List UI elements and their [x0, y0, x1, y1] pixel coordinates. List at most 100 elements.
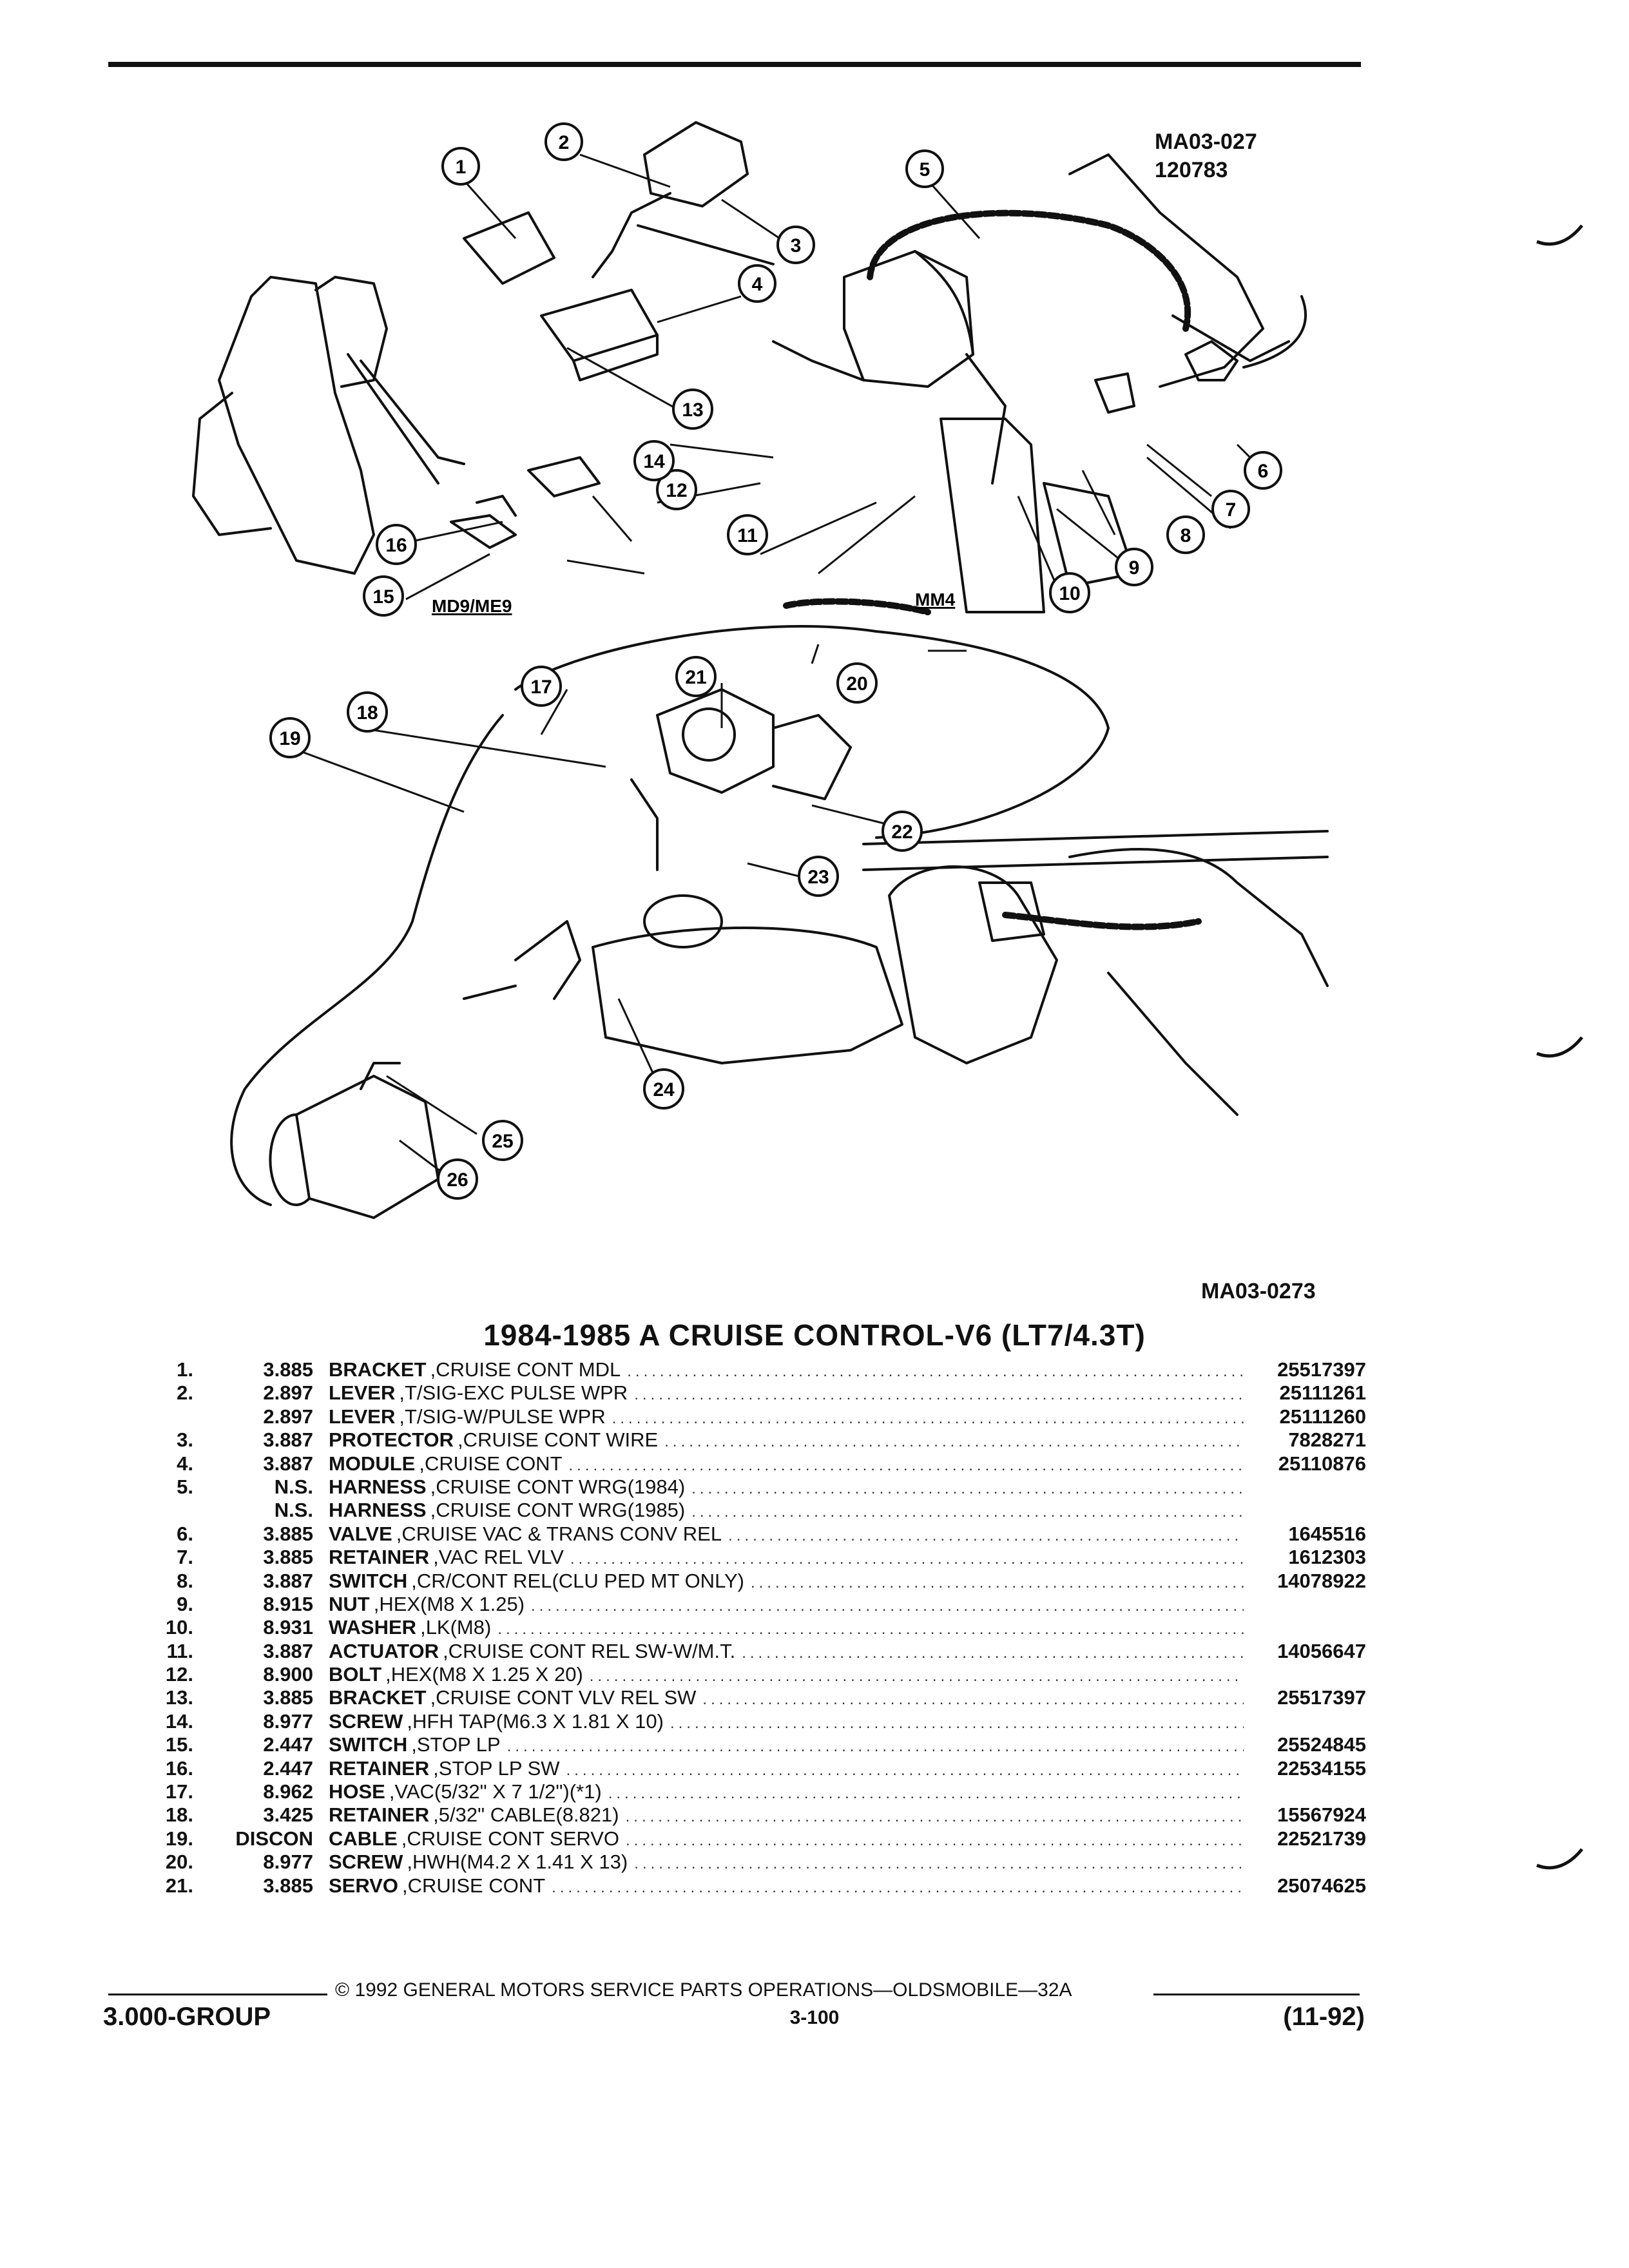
part-description: LEVER,T/SIG-W/PULSE WPR — [313, 1405, 1244, 1428]
svg-text:6: 6 — [1258, 461, 1269, 482]
svg-text:15: 15 — [372, 586, 394, 608]
part-description: SCREW,HWH(M4.2 X 1.41 X 13) — [313, 1850, 1244, 1874]
part-number: 17. — [165, 1780, 193, 1803]
part-description: RETAINER,STOP LP SW — [313, 1757, 1244, 1780]
callout-2: 2 — [545, 122, 583, 161]
part-pn: 22534155 — [1277, 1756, 1366, 1780]
callout-26: 26 — [437, 1158, 478, 1200]
part-description: HOSE,VAC(5/32" X 7 1/2")(*1) — [313, 1780, 1244, 1803]
part-desc: ,5/32" CABLE(8.821) — [433, 1803, 619, 1827]
part-description: BRACKET,CRUISE CONT VLV REL SW — [313, 1686, 1244, 1709]
svg-text:13: 13 — [682, 399, 703, 421]
part-desc: ,STOP LP SW — [433, 1756, 560, 1780]
callout-8: 8 — [1166, 515, 1205, 554]
part-name: ACTUATOR — [329, 1639, 439, 1662]
leader-dots — [552, 1879, 1244, 1897]
part-group: 2.897 — [263, 1405, 313, 1428]
exploded-parts-diagram: MD9/ME9 MM4 1 2 3 4 5 6 7 8 9 10 11 12 1… — [103, 84, 1392, 1282]
part-number: 5. — [177, 1475, 193, 1498]
callout-25: 25 — [482, 1120, 523, 1161]
part-group: 8.977 — [263, 1709, 313, 1733]
part-group: 8.962 — [263, 1780, 313, 1803]
part-desc: ,VAC(5/32" X 7 1/2")(*1) — [389, 1780, 602, 1803]
part-description: RETAINER,VAC REL VLV — [313, 1546, 1244, 1569]
part-description: HARNESS,CRUISE CONT WRG(1985) — [313, 1499, 1244, 1522]
svg-text:12: 12 — [666, 480, 687, 501]
part-desc: ,T/SIG-EXC PULSE WPR — [399, 1381, 628, 1405]
svg-text:14: 14 — [643, 451, 665, 472]
part-group: 2.897 — [263, 1381, 313, 1405]
copyright-text: © 1992 GENERAL MOTORS SERVICE PARTS OPER… — [335, 1979, 1072, 2001]
part-description: LEVER,T/SIG-EXC PULSE WPR — [313, 1381, 1244, 1405]
part-number: 14. — [165, 1709, 193, 1733]
part-name: BRACKET — [329, 1358, 427, 1381]
leader-dots — [507, 1738, 1244, 1756]
part-number: 16. — [165, 1756, 193, 1780]
part-number: 18. — [165, 1803, 193, 1827]
svg-text:16: 16 — [385, 535, 407, 556]
part-group: 8.931 — [263, 1616, 313, 1639]
svg-text:19: 19 — [279, 728, 300, 749]
callout-12: 12 — [656, 469, 697, 510]
part-desc: ,HWH(M4.2 X 1.41 X 13) — [407, 1850, 628, 1874]
part-desc: ,HEX(M8 X 1.25) — [373, 1592, 525, 1615]
part-name: SWITCH — [329, 1733, 408, 1756]
callout-3: 3 — [776, 226, 815, 264]
leader-dots — [626, 1808, 1244, 1826]
part-name: RETAINER — [329, 1546, 430, 1569]
part-pn: 1612303 — [1288, 1546, 1366, 1569]
leader-dots — [627, 1363, 1244, 1381]
figure-code-bottom: MA03-0273 — [1201, 1279, 1316, 1303]
part-description: HARNESS,CRUISE CONT WRG(1984) — [313, 1475, 1244, 1499]
part-name: BOLT — [329, 1663, 382, 1686]
part-name: LEVER — [329, 1405, 396, 1428]
diagram-label-right: MM4 — [915, 590, 956, 610]
figure-code-top: MA03-027 120783 — [1155, 128, 1257, 184]
leader-dots — [670, 1715, 1244, 1733]
part-group: 3.887 — [263, 1639, 313, 1662]
svg-text:26: 26 — [447, 1169, 468, 1191]
callout-14: 14 — [633, 440, 675, 481]
part-number: 12. — [165, 1663, 193, 1686]
part-number: 20. — [165, 1850, 193, 1874]
callout-22: 22 — [882, 811, 923, 852]
part-number: 11. — [166, 1639, 193, 1662]
callout-4: 4 — [738, 264, 776, 303]
part-desc: ,CRUISE CONT WIRE — [458, 1428, 659, 1452]
callout-24: 24 — [643, 1068, 684, 1110]
callout-1: 1 — [441, 147, 480, 186]
part-name: HARNESS — [329, 1475, 427, 1498]
part-number: 8. — [177, 1569, 193, 1592]
part-pn: 25517397 — [1277, 1686, 1366, 1709]
leader-dots — [626, 1832, 1244, 1850]
part-name: HOSE — [329, 1780, 385, 1803]
leader-dots — [608, 1785, 1244, 1803]
revision-date: (11-92) — [1283, 2003, 1365, 2031]
svg-text:4: 4 — [752, 274, 763, 295]
svg-text:18: 18 — [356, 702, 378, 724]
part-group: 3.425 — [263, 1803, 313, 1827]
callout-6: 6 — [1244, 451, 1282, 490]
part-desc: ,CRUISE CONT REL SW-W/M.T. — [443, 1639, 736, 1662]
part-group: 3.887 — [263, 1428, 313, 1452]
part-group: N.S. — [274, 1475, 313, 1498]
part-description: RETAINER,5/32" CABLE(8.821) — [313, 1803, 1244, 1827]
part-name: BRACKET — [329, 1686, 427, 1709]
part-group: 8.900 — [263, 1663, 313, 1686]
part-description: VALVE,CRUISE VAC & TRANS CONV REL — [313, 1523, 1244, 1546]
callout-21: 21 — [675, 656, 717, 697]
leader-dots — [751, 1574, 1244, 1592]
part-pn: 14056647 — [1277, 1639, 1366, 1662]
leader-dots — [691, 1503, 1244, 1521]
part-number: 1. — [177, 1358, 193, 1381]
part-number: 21. — [165, 1874, 193, 1897]
part-description: ACTUATOR,CRUISE CONT REL SW-W/M.T. — [313, 1640, 1244, 1663]
